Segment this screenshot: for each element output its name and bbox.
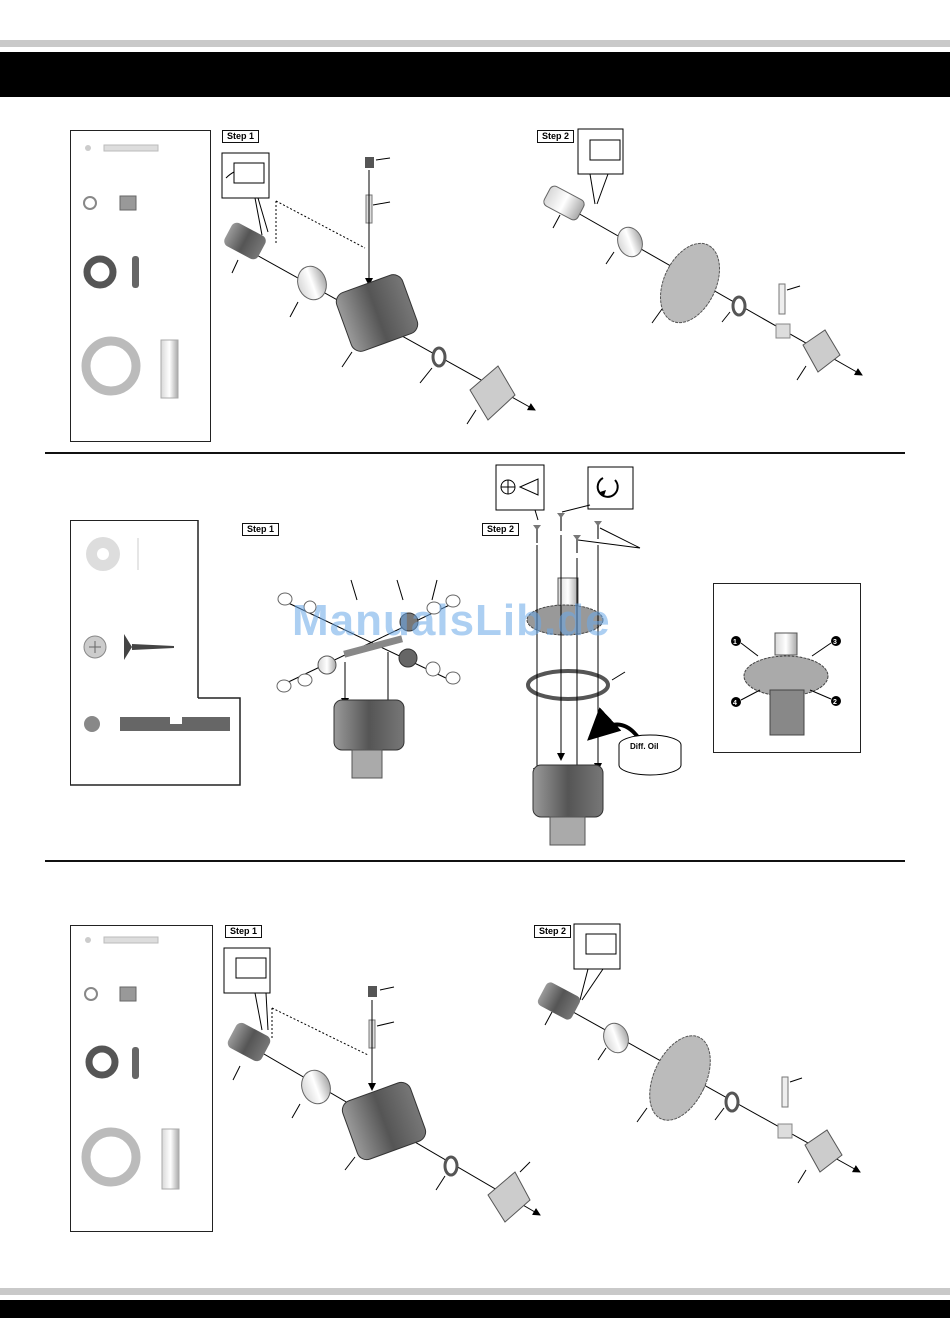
small-washer-icon — [85, 988, 97, 1000]
shaft-end-icon — [84, 716, 100, 732]
order-mark-label-2: 2 — [833, 699, 837, 706]
section3-step2-diagram — [536, 924, 860, 1183]
ring-gear-icon — [637, 1026, 722, 1130]
washer-icon — [445, 1157, 457, 1175]
bevel-gear-icon — [805, 1130, 842, 1172]
o-ring-icon — [89, 1049, 115, 1075]
spider-gear-icon — [318, 656, 336, 674]
small-washer-icon — [84, 197, 96, 209]
screw-icon — [124, 634, 174, 660]
outdrive-cup-icon — [542, 184, 586, 221]
o-ring-icon — [87, 259, 113, 285]
order-mark-label-4: 4 — [733, 700, 737, 707]
bevel-gear-icon — [488, 1172, 530, 1222]
pin-holder-icon — [776, 324, 790, 338]
set-screw-icon — [120, 987, 136, 1001]
diff-case-icon — [334, 700, 404, 750]
diff-case-icon — [340, 1080, 429, 1163]
bearing-face-icon — [86, 1132, 136, 1182]
order-mark-label-1: 1 — [733, 639, 737, 646]
parts-list-2-icons — [70, 520, 240, 785]
outdrive-cup-icon — [226, 1021, 273, 1064]
bearing-side-icon — [161, 340, 178, 398]
o-ring-side-icon — [132, 256, 139, 288]
order-mark-label-3: 3 — [833, 639, 837, 646]
outdrive-cup-icon — [222, 221, 268, 262]
pin-icon — [782, 1077, 788, 1107]
bearing-icon — [297, 1066, 335, 1108]
parts-list-3-icons — [85, 937, 179, 1189]
o-ring-side-icon — [132, 1047, 139, 1079]
parts-list-1-icons — [84, 145, 178, 398]
pin-icon — [104, 937, 158, 943]
bearing-face-icon — [86, 341, 136, 391]
section1-step2-diagram — [542, 129, 862, 380]
watermark: ManualsLib.de — [292, 596, 611, 646]
pin-end-icon — [85, 937, 91, 943]
bearing-icon — [614, 224, 647, 260]
set-screw-icon — [368, 986, 377, 997]
section2-step2-diagram: Diff. Oil — [496, 465, 681, 845]
section1-step1-diagram — [222, 153, 535, 424]
washer-icon — [733, 297, 745, 315]
spider-gear-icon — [399, 649, 417, 667]
bevel-gear-icon — [470, 366, 515, 420]
ring-gear-icon — [649, 234, 732, 332]
bearing-icon — [293, 262, 331, 304]
diff-case-icon — [334, 272, 421, 354]
pin-icon — [104, 145, 158, 151]
outdrive-cup-icon — [536, 981, 582, 1022]
pin-holder-icon — [778, 1124, 792, 1138]
set-screw-icon — [120, 196, 136, 210]
diff-case-icon — [533, 765, 603, 817]
bevel-gear-icon — [803, 330, 840, 372]
rotate-callout-icon — [588, 467, 633, 509]
washer-icon — [433, 348, 445, 366]
pin-end-icon — [85, 145, 91, 151]
set-screw-icon — [365, 157, 374, 168]
section3-step1-diagram — [224, 948, 540, 1222]
diff-oil-label: Diff. Oil — [630, 742, 658, 751]
bearing-side-icon — [162, 1129, 179, 1189]
pin-icon — [779, 284, 785, 314]
washer-icon — [726, 1093, 738, 1111]
tightening-order-diagram: 1 2 3 4 — [731, 633, 841, 735]
gasket-icon — [528, 671, 608, 699]
